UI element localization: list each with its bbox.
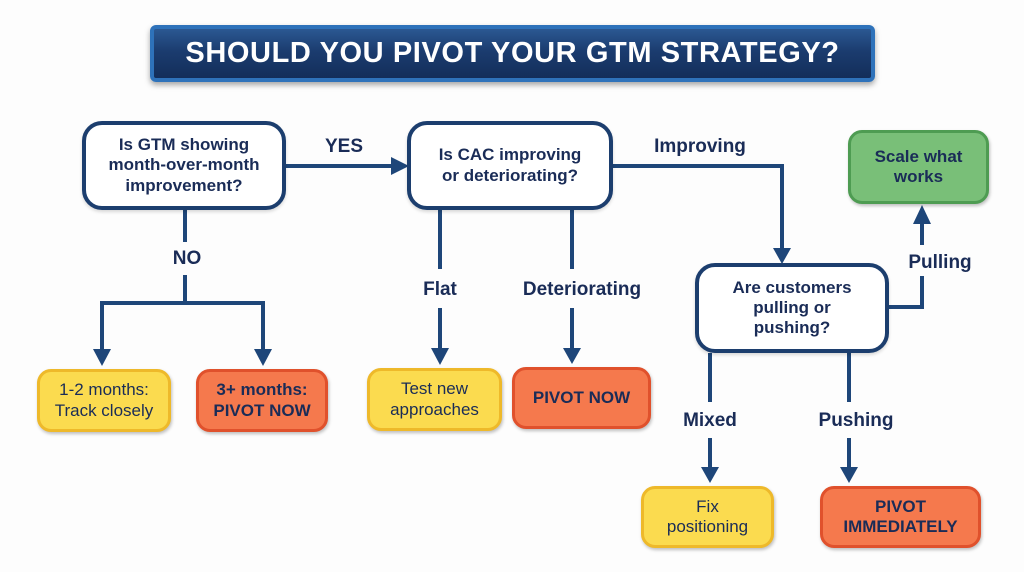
edge-improving-arrow [613, 164, 791, 264]
edge-label-pushing: Pushing [818, 410, 894, 431]
node-pivot-immediately: PIVOT IMMEDIATELY [820, 486, 981, 548]
node-pivot-now: PIVOT NOW [512, 367, 651, 429]
edge-label-no: NO [172, 248, 202, 269]
edge-label-deteriorating: Deteriorating [522, 279, 642, 300]
edge-deteriorating-arrow [563, 210, 581, 364]
node-gtm-improvement-question: Is GTM showing month-over-month improvem… [82, 121, 286, 210]
node-cac-question: Is CAC improving or deteriorating? [407, 121, 613, 210]
node-scale-what-works: Scale what works [848, 130, 989, 204]
edge-yes-arrow [286, 157, 409, 175]
edge-pushing-arrow [840, 353, 858, 483]
edge-no-arrows [93, 210, 272, 366]
edge-pulling-arrow [889, 205, 931, 309]
edge-mixed-arrow [701, 353, 719, 483]
edge-flat-arrow [431, 210, 449, 365]
title-banner: SHOULD YOU PIVOT YOUR GTM STRATEGY? [150, 25, 875, 82]
edge-label-yes: YES [324, 136, 364, 157]
page-title: SHOULD YOU PIVOT YOUR GTM STRATEGY? [185, 37, 840, 69]
node-pivot-now-3-months: 3+ months: PIVOT NOW [196, 369, 328, 432]
node-customers-question: Are customers pulling or pushing? [695, 263, 889, 353]
edge-label-improving: Improving [654, 136, 746, 157]
edge-label-flat: Flat [423, 279, 457, 300]
node-test-new-approaches: Test new approaches [367, 368, 502, 431]
edge-label-mixed: Mixed [683, 410, 737, 431]
edge-label-pulling: Pulling [908, 252, 972, 273]
node-fix-positioning: Fix positioning [641, 486, 774, 548]
node-track-closely: 1-2 months: Track closely [37, 369, 171, 432]
